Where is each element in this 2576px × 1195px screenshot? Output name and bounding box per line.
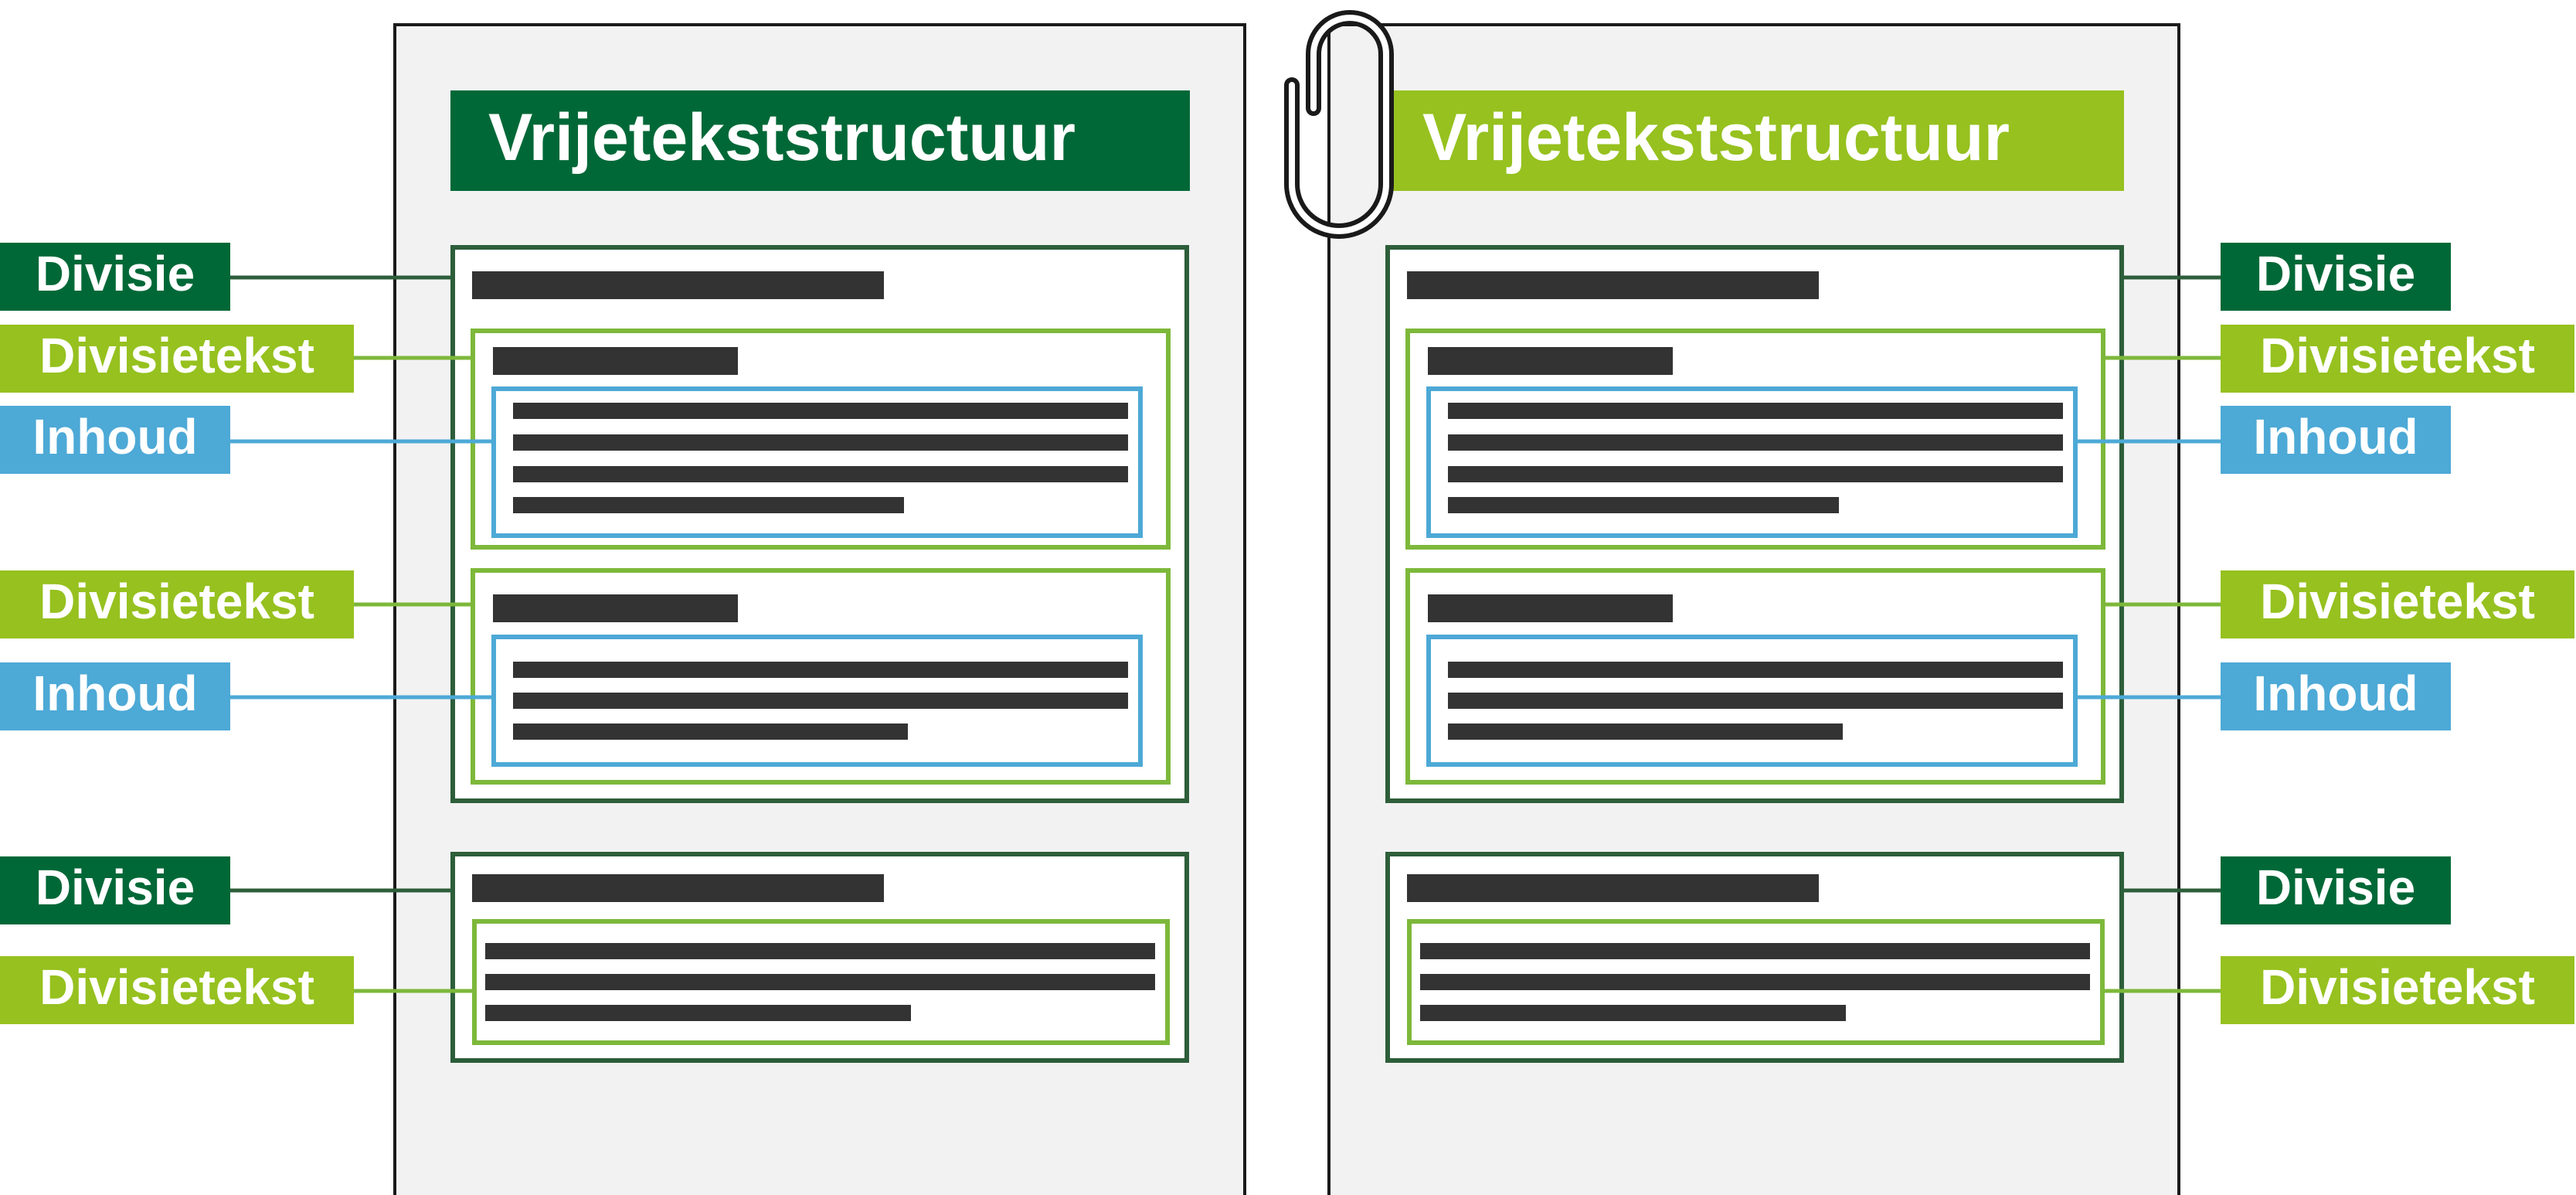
label-tag-background — [2221, 243, 2451, 311]
text-line — [513, 723, 908, 740]
heading-bar — [472, 271, 884, 299]
heading-bar — [1428, 594, 1673, 622]
label-tag-text: Inhoud — [2253, 409, 2418, 465]
text-line — [485, 943, 1155, 959]
label-tag-background — [2221, 406, 2451, 474]
label-tag-text: Divisietekst — [39, 328, 314, 383]
connectors-right — [2075, 275, 2221, 993]
label-tag-divisietekst: Divisietekst — [0, 956, 354, 1024]
text-line — [485, 974, 1155, 990]
label-tag-divisietekst: Divisietekst — [2221, 570, 2574, 638]
document-left: Vrijetekststructuur — [393, 23, 1246, 1195]
label-tag-divisietekst: Divisietekst — [0, 570, 354, 638]
heading-bar — [1407, 874, 1819, 902]
label-tag-background — [0, 662, 230, 730]
label-tag-background — [0, 325, 354, 393]
label-tag-background — [0, 570, 354, 638]
label-tag-text: Divisie — [2256, 860, 2415, 915]
text-line — [1420, 943, 2090, 959]
label-tag-inhoud: Inhoud — [0, 662, 230, 730]
text-line — [513, 403, 1128, 419]
heading-bar — [493, 594, 738, 622]
title-banner-right — [1385, 90, 2124, 191]
label-tag-background — [2221, 662, 2451, 730]
text-line — [513, 693, 1128, 709]
label-tag-divisie: Divisie — [0, 856, 230, 924]
label-tag-text: Divisietekst — [2260, 574, 2535, 629]
label-tag-text: Divisietekst — [39, 959, 314, 1015]
label-tag-text: Divisietekst — [2260, 959, 2535, 1015]
text-line — [1448, 466, 2063, 482]
text-line — [1448, 434, 2063, 451]
label-tag-divisie: Divisie — [2221, 243, 2451, 311]
text-line — [1420, 974, 2090, 990]
label-tag-inhoud: Inhoud — [2221, 406, 2451, 474]
label-tag-background — [0, 243, 230, 311]
label-tag-divisie: Divisie — [2221, 856, 2451, 924]
text-line — [1448, 693, 2063, 709]
label-tag-text: Divisie — [36, 246, 195, 301]
text-line — [513, 466, 1128, 482]
title-banner-left — [450, 90, 1190, 191]
text-line — [513, 434, 1128, 451]
document-right: Vrijetekststructuur — [1327, 23, 2180, 1195]
text-line — [1420, 1005, 1846, 1021]
text-line — [1448, 497, 1839, 513]
text-line — [1448, 662, 2063, 678]
text-line — [513, 497, 904, 513]
heading-bar — [1407, 271, 1819, 299]
label-tag-text: Inhoud — [2253, 666, 2418, 721]
label-tag-divisietekst: Divisietekst — [2221, 325, 2574, 393]
label-tag-text: Inhoud — [32, 666, 197, 721]
label-tag-background — [0, 856, 230, 924]
label-tag-inhoud: Inhoud — [2221, 662, 2451, 730]
labels-layer: DivisieDivisietekstInhoudDivisietekstInh… — [0, 243, 2574, 1024]
label-tag-text: Divisietekst — [2260, 328, 2535, 383]
title-right: Vrijetekststructuur — [1422, 100, 2010, 175]
label-tag-divisietekst: Divisietekst — [2221, 956, 2574, 1024]
label-tag-inhoud: Inhoud — [0, 406, 230, 474]
heading-bar — [472, 874, 884, 902]
text-line — [485, 1005, 911, 1021]
text-line — [1448, 723, 1843, 740]
label-tag-divisie: Divisie — [0, 243, 230, 311]
label-tag-background — [2221, 325, 2574, 393]
label-tag-divisietekst: Divisietekst — [0, 325, 354, 393]
label-tag-background — [2221, 570, 2574, 638]
text-line — [513, 662, 1128, 678]
label-tag-background — [2221, 956, 2574, 1024]
label-tag-text: Divisie — [2256, 246, 2415, 301]
label-tag-background — [0, 956, 354, 1024]
connectors-left — [230, 275, 494, 993]
label-tag-text: Divisietekst — [39, 574, 314, 629]
label-tag-text: Inhoud — [32, 409, 197, 465]
title-left: Vrijetekststructuur — [488, 100, 1076, 175]
heading-bar — [493, 347, 738, 375]
paperclip-icon — [1284, 10, 1394, 239]
label-tag-text: Divisie — [36, 860, 195, 915]
heading-bar — [1428, 347, 1673, 375]
text-line — [1448, 403, 2063, 419]
label-tag-background — [0, 406, 230, 474]
label-tag-background — [2221, 856, 2451, 924]
